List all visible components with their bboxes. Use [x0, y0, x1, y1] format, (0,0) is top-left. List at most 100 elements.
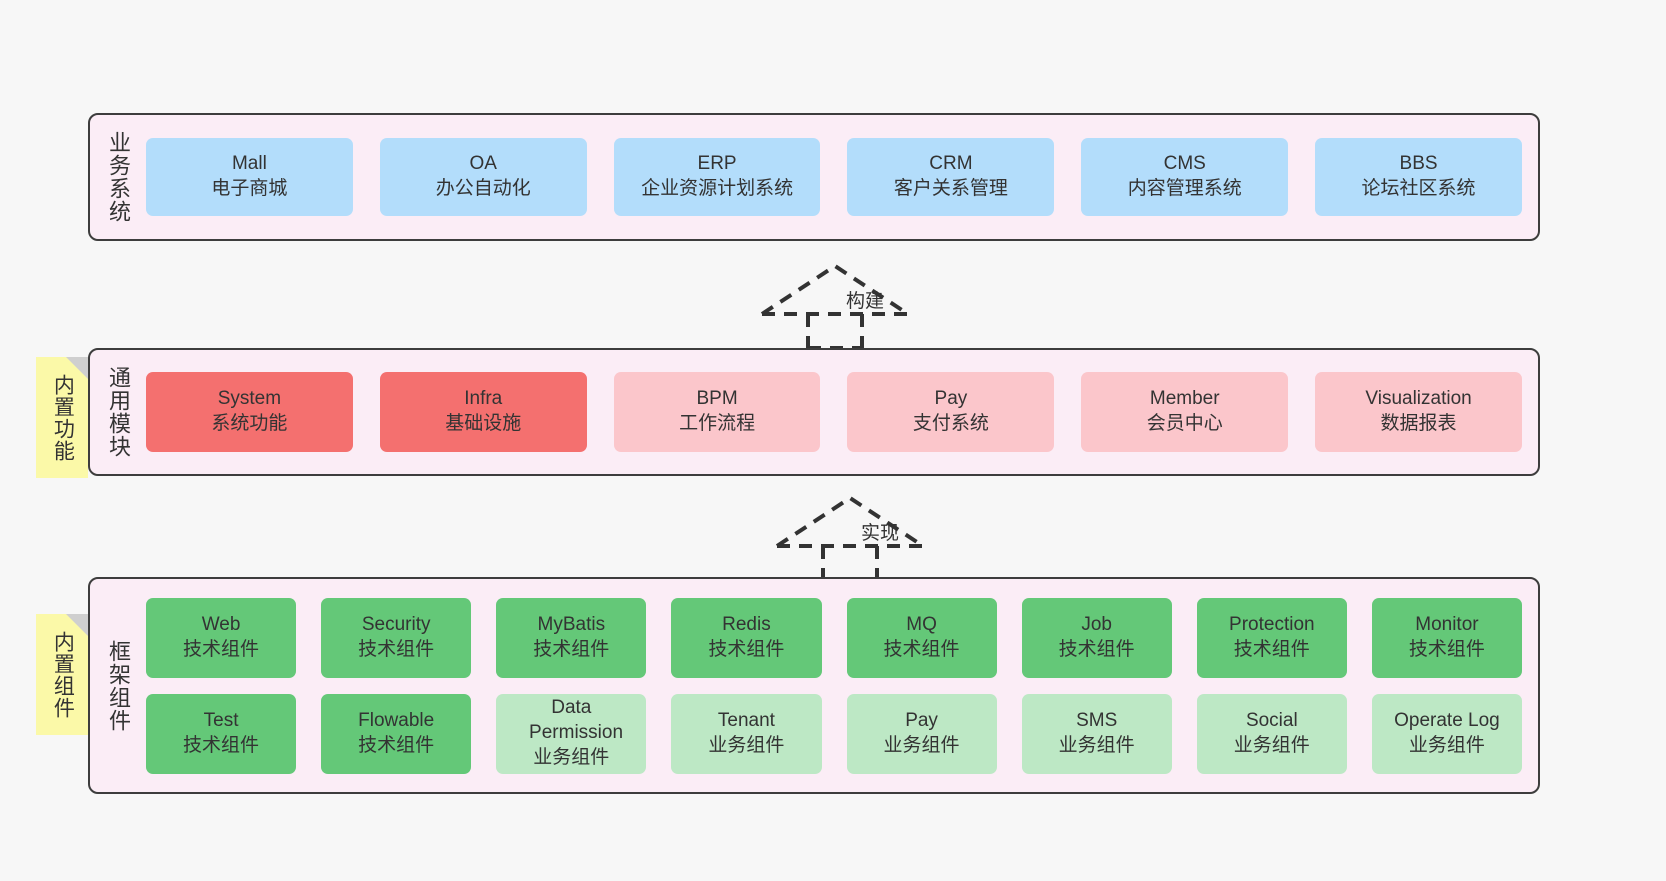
card-test[interactable]: Test 技术组件 — [146, 693, 297, 774]
card-title-cn: 系统功能 — [211, 413, 288, 434]
card-title-cn: 论坛社区系统 — [1361, 178, 1476, 199]
card-title-en: Operate Log — [1394, 709, 1500, 731]
card-title-cn: 技术组件 — [358, 638, 435, 660]
card-title-en: Test — [203, 709, 239, 731]
card-row: Web 技术组件 Security 技术组件 MyBatis 技术组件 Redi… — [146, 597, 1522, 678]
note-builtin-function: 内置功能 — [36, 357, 88, 478]
card-monitor[interactable]: Monitor 技术组件 — [1371, 597, 1522, 678]
card-title-en: Redis — [722, 613, 771, 635]
card-title-cn: 业务组件 — [1058, 734, 1135, 756]
layer-common-module: 通用模块 System 系统功能 Infra 基础设施 BPM 工作流程 Pay… — [88, 348, 1540, 476]
layer-body-framework-component: Web 技术组件 Security 技术组件 MyBatis 技术组件 Redi… — [146, 579, 1538, 792]
card-flowable[interactable]: Flowable 技术组件 — [321, 693, 472, 774]
card-pay[interactable]: Pay 支付系统 — [847, 372, 1055, 452]
card-title-en: CRM — [929, 153, 973, 175]
card-bbs[interactable]: BBS 论坛社区系统 — [1315, 138, 1522, 216]
layer-body-business-system: Mall 电子商城 OA 办公自动化 ERP 企业资源计划系统 CRM 客户关系… — [146, 115, 1538, 239]
card-title-cn: 数据报表 — [1380, 413, 1457, 434]
card-erp[interactable]: ERP 企业资源计划系统 — [613, 138, 821, 216]
card-security[interactable]: Security 技术组件 — [321, 597, 472, 678]
card-title-cn: 技术组件 — [883, 638, 960, 660]
card-social[interactable]: Social 业务组件 — [1196, 693, 1347, 774]
card-title-en: MyBatis — [537, 613, 606, 635]
connector-build: 构建 — [760, 262, 910, 350]
card-bpm[interactable]: BPM 工作流程 — [613, 372, 821, 452]
card-title-en: System — [217, 388, 282, 410]
card-title-en: MQ — [906, 613, 937, 635]
card-title-en: ERP — [697, 153, 737, 175]
card-title-en: BPM — [696, 388, 738, 410]
card-title-en: Security — [361, 613, 431, 635]
card-title-en: Job — [1081, 613, 1112, 635]
card-title-cn: 会员中心 — [1146, 413, 1223, 434]
implement-arrow-icon — [775, 495, 925, 582]
card-title-en: Flowable — [358, 709, 435, 731]
note-builtin-component: 内置组件 — [36, 614, 88, 735]
card-title-cn: 技术组件 — [1408, 638, 1485, 660]
card-redis[interactable]: Redis 技术组件 — [671, 597, 822, 678]
card-row: System 系统功能 Infra 基础设施 BPM 工作流程 Pay 支付系统… — [146, 372, 1522, 452]
card-title-cn: 工作流程 — [679, 413, 756, 434]
card-title-en: Social — [1245, 709, 1298, 731]
card-title-cn: 技术组件 — [1233, 638, 1310, 660]
card-pay-component[interactable]: Pay 业务组件 — [846, 693, 997, 774]
card-title-en: SMS — [1076, 709, 1118, 731]
card-title-en: Infra — [464, 388, 503, 410]
card-title-en: Visualization — [1365, 388, 1472, 410]
card-title-cn: 电子商城 — [211, 178, 288, 199]
card-title-cn: 业务组件 — [1233, 734, 1310, 756]
card-title-cn: 业务组件 — [708, 734, 785, 756]
card-sms[interactable]: SMS 业务组件 — [1021, 693, 1172, 774]
card-title-cn: 技术组件 — [708, 638, 785, 660]
card-title-en: Data Permission — [529, 697, 624, 744]
card-title-cn: 技术组件 — [1058, 638, 1135, 660]
card-visualization[interactable]: Visualization 数据报表 — [1315, 372, 1522, 452]
card-title-cn: 基础设施 — [445, 413, 522, 434]
card-operate-log[interactable]: Operate Log 业务组件 — [1371, 693, 1522, 774]
card-system[interactable]: System 系统功能 — [146, 372, 353, 452]
card-row: Test 技术组件 Flowable 技术组件 Data Permission … — [146, 693, 1522, 774]
card-infra[interactable]: Infra 基础设施 — [379, 372, 587, 452]
connector-implement-label: 实现 — [861, 523, 900, 544]
card-cms[interactable]: CMS 内容管理系统 — [1081, 138, 1289, 216]
card-title-en: CMS — [1163, 153, 1206, 175]
card-member[interactable]: Member 会员中心 — [1081, 372, 1289, 452]
build-arrow-icon — [760, 263, 910, 350]
card-title-en: BBS — [1399, 153, 1438, 175]
card-title-en: Pay — [905, 709, 938, 731]
card-title-en: Member — [1149, 388, 1220, 410]
card-mq[interactable]: MQ 技术组件 — [846, 597, 997, 678]
card-title-cn: 技术组件 — [183, 734, 260, 756]
layer-title-common-module: 通用模块 — [105, 366, 131, 458]
card-title-en: Monitor — [1415, 613, 1479, 635]
connector-implement: 实现 — [775, 494, 925, 582]
card-title-cn: 业务组件 — [533, 746, 610, 768]
card-title-cn: 内容管理系统 — [1127, 178, 1242, 199]
card-title-cn: 支付系统 — [912, 413, 989, 434]
card-mall[interactable]: Mall 电子商城 — [146, 138, 353, 216]
card-row: Mall 电子商城 OA 办公自动化 ERP 企业资源计划系统 CRM 客户关系… — [146, 138, 1522, 216]
card-title-en: Pay — [934, 388, 968, 410]
card-title-en: Protection — [1229, 613, 1315, 635]
card-oa[interactable]: OA 办公自动化 — [379, 138, 587, 216]
card-title-en: Tenant — [717, 709, 775, 731]
note-label: 内置组件 — [51, 630, 75, 719]
card-title-en: Mall — [231, 153, 267, 175]
card-title-cn: 技术组件 — [358, 734, 435, 756]
card-web[interactable]: Web 技术组件 — [146, 597, 297, 678]
layer-framework-component: 框架组件 Web 技术组件 Security 技术组件 MyBatis 技术组件… — [88, 577, 1540, 794]
card-crm[interactable]: CRM 客户关系管理 — [847, 138, 1055, 216]
layer-business-system: 业务系统 Mall 电子商城 OA 办公自动化 ERP 企业资源计划系统 CRM… — [88, 113, 1540, 241]
layer-body-common-module: System 系统功能 Infra 基础设施 BPM 工作流程 Pay 支付系统… — [146, 350, 1538, 474]
card-job[interactable]: Job 技术组件 — [1021, 597, 1172, 678]
card-title-en: Web — [201, 613, 241, 635]
connector-build-label: 构建 — [846, 291, 885, 312]
card-protection[interactable]: Protection 技术组件 — [1196, 597, 1347, 678]
card-tenant[interactable]: Tenant 业务组件 — [671, 693, 822, 774]
note-label: 内置功能 — [51, 373, 75, 462]
card-title-cn: 办公自动化 — [435, 178, 531, 199]
card-mybatis[interactable]: MyBatis 技术组件 — [496, 597, 647, 678]
card-data-permission[interactable]: Data Permission 业务组件 — [496, 693, 647, 774]
card-title-cn: 技术组件 — [183, 638, 260, 660]
